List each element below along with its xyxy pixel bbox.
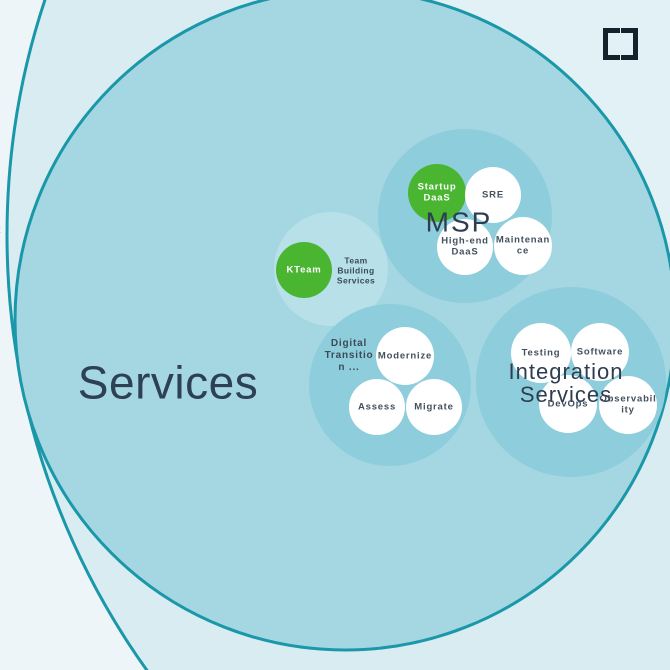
bubble-observability[interactable] bbox=[599, 376, 657, 434]
fullscreen-icon[interactable] bbox=[603, 28, 638, 60]
bubble-assess[interactable] bbox=[349, 379, 405, 435]
bubble-kteam[interactable] bbox=[276, 242, 332, 298]
bubble-testing[interactable] bbox=[511, 323, 571, 383]
fullscreen-corner-br bbox=[621, 44, 638, 60]
bubble-high-end-daas[interactable] bbox=[437, 219, 493, 275]
bubble-migrate[interactable] bbox=[406, 379, 462, 435]
bubble-software[interactable] bbox=[571, 323, 629, 381]
fullscreen-corner-tr bbox=[621, 28, 638, 44]
fullscreen-corner-bl bbox=[603, 44, 620, 60]
bubble-devops[interactable] bbox=[539, 375, 597, 433]
fullscreen-corner-tl bbox=[603, 28, 620, 44]
bubble-maintenance[interactable] bbox=[494, 217, 552, 275]
bubble-startup-daas[interactable] bbox=[408, 164, 466, 222]
bubble-modernize[interactable] bbox=[376, 327, 434, 385]
bubble-sre[interactable] bbox=[465, 167, 521, 223]
bubble-msp-cluster[interactable] bbox=[378, 129, 552, 303]
